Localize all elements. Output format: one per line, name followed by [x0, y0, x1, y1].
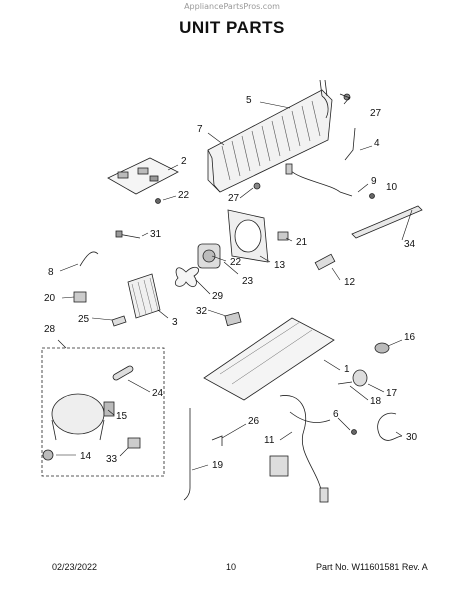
callout-3: 3 [172, 317, 178, 328]
part-32 [224, 311, 242, 327]
compressor [51, 393, 115, 441]
callout-1: 1 [344, 364, 350, 375]
cord-8 [79, 251, 99, 267]
callout-30: 30 [406, 432, 418, 443]
callout-23: 23 [242, 276, 254, 287]
callout-24: 24 [152, 388, 164, 399]
screw-27-lower [253, 182, 261, 190]
fan-blade [174, 266, 199, 288]
fan-motor [197, 243, 221, 269]
clip-21 [277, 231, 289, 241]
callout-28: 28 [44, 324, 56, 335]
defrost-wire [285, 163, 353, 197]
callout-29: 29 [212, 291, 224, 302]
callout-14: 14 [80, 451, 92, 462]
callout-34: 34 [404, 239, 416, 250]
callout-31: 31 [150, 229, 162, 240]
callout-6: 6 [333, 409, 339, 420]
fan-shroud [227, 209, 269, 263]
callout-21: 21 [296, 237, 308, 248]
base-pan [203, 317, 335, 401]
drain-tube [344, 127, 356, 161]
screw-6 [351, 429, 357, 435]
callout-18: 18 [370, 396, 382, 407]
compressor-kit-box [41, 347, 165, 477]
callout-20: 20 [44, 293, 56, 304]
callout-15: 15 [116, 411, 128, 422]
callout-10: 10 [386, 182, 398, 193]
callout-5: 5 [246, 95, 252, 106]
callout-9: 9 [371, 176, 377, 187]
wire-harness [269, 395, 331, 503]
tube-19 [183, 408, 191, 501]
hose-30 [377, 412, 403, 441]
relay [127, 437, 141, 449]
grommet [42, 449, 54, 461]
condenser-coil [207, 79, 333, 193]
watermark: AppliancePartsPros.com [184, 2, 280, 11]
footer-page: 10 [226, 562, 237, 572]
strip-34 [351, 205, 423, 239]
part-18 [337, 381, 353, 385]
callout-33: 33 [106, 454, 118, 465]
callout-12: 12 [344, 277, 356, 288]
evaporator [127, 273, 161, 319]
callout-26: 26 [248, 416, 260, 427]
wire-31 [115, 230, 141, 239]
callout-2: 2 [181, 156, 187, 167]
part-16 [374, 342, 390, 354]
callout-27b: 27 [228, 193, 240, 204]
part-12 [314, 253, 336, 271]
part-17 [352, 369, 368, 387]
callout-8: 8 [48, 267, 54, 278]
callout-13: 13 [274, 260, 286, 271]
callout-17: 17 [386, 388, 398, 399]
callout-22b: 22 [230, 257, 242, 268]
drier [112, 365, 134, 381]
screw-10 [369, 193, 375, 199]
callout-27a: 27 [370, 108, 382, 119]
callout-19: 19 [212, 460, 224, 471]
screw-22-board [155, 198, 161, 204]
part-25 [111, 315, 127, 327]
footer-date: 02/23/2022 [52, 562, 98, 572]
part-20 [73, 291, 87, 303]
footer-part-no: Part No. W11601581 Rev. A [316, 562, 428, 572]
control-board [107, 157, 179, 195]
callout-11: 11 [264, 435, 275, 446]
callout-32: 32 [196, 306, 208, 317]
page-title: UNIT PARTS [179, 18, 285, 37]
callout-4: 4 [374, 138, 380, 149]
callout-7: 7 [197, 124, 203, 135]
callout-22a: 22 [178, 190, 190, 201]
callout-16: 16 [404, 332, 416, 343]
callout-25: 25 [78, 314, 90, 325]
part-26 [211, 435, 223, 446]
